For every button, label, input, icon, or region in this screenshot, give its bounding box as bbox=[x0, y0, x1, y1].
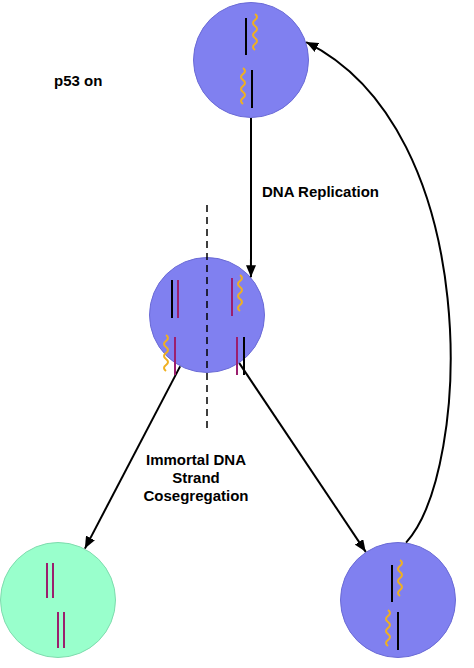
arrow-label: DNA Replication bbox=[262, 183, 379, 200]
process-label: Immortal DNA Strand Cosegregation bbox=[140, 451, 252, 505]
new-strand bbox=[52, 563, 54, 598]
dna-strand bbox=[391, 565, 393, 602]
division-line bbox=[206, 205, 208, 432]
new-strand bbox=[236, 337, 238, 375]
new-strand bbox=[177, 280, 179, 318]
cell-label: p53 on bbox=[54, 72, 102, 89]
new-strand bbox=[57, 612, 59, 648]
process-arrow bbox=[306, 42, 450, 542]
dna-strand bbox=[397, 612, 399, 650]
new-strand bbox=[46, 563, 48, 598]
dna-strand bbox=[245, 18, 247, 55]
process-arrow bbox=[239, 363, 365, 552]
new-strand bbox=[174, 337, 176, 375]
new-strand bbox=[63, 612, 65, 648]
dna-strand bbox=[251, 70, 253, 108]
dna-strand bbox=[243, 337, 245, 375]
dna-strand bbox=[171, 280, 173, 318]
process-arrow bbox=[250, 118, 252, 277]
new-strand bbox=[231, 278, 233, 316]
